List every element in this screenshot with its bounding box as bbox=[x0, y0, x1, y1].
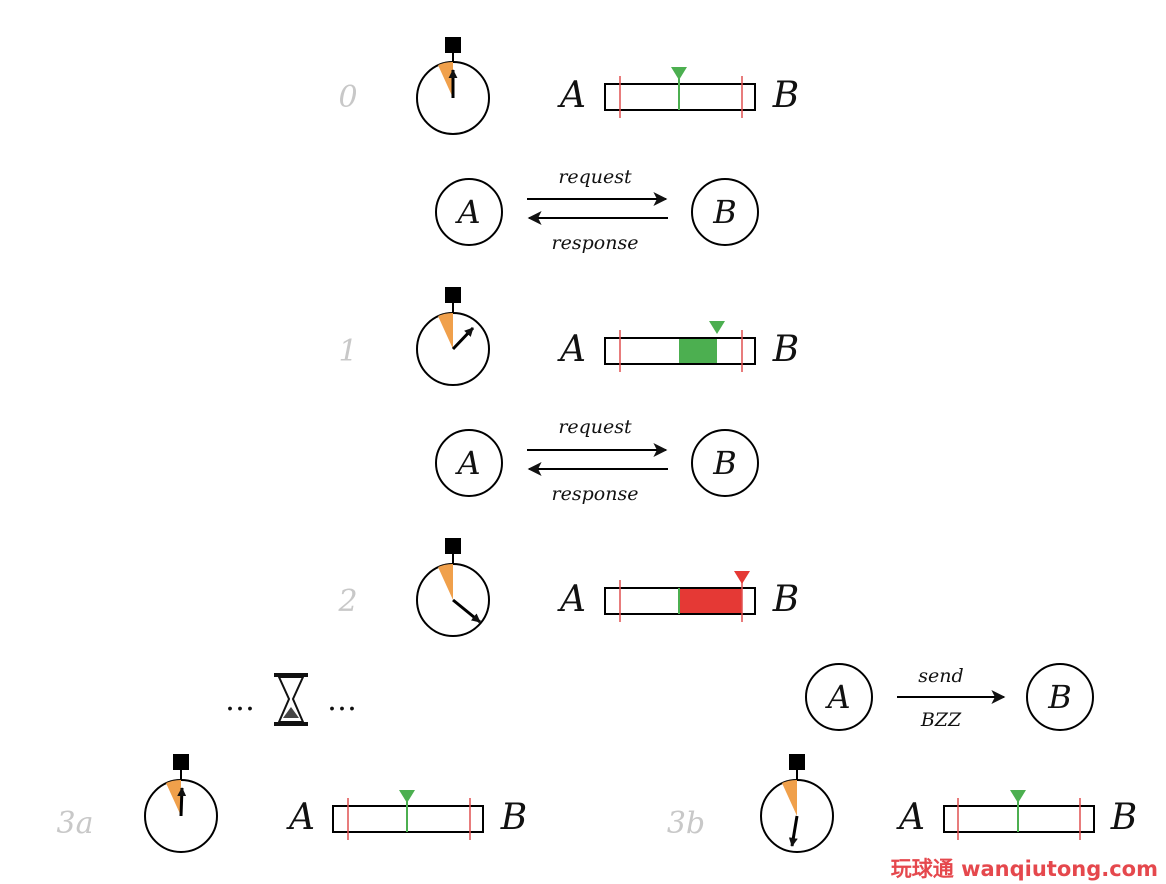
send-label: send bbox=[918, 665, 963, 687]
ellipsis-right: … bbox=[327, 683, 357, 718]
stopwatch-icon bbox=[416, 287, 490, 386]
node-a-label: A bbox=[454, 444, 480, 482]
position-marker bbox=[671, 67, 687, 80]
node-a-label: A bbox=[454, 193, 480, 231]
wait-indicator: … … bbox=[225, 673, 357, 726]
node-b-label: B bbox=[712, 193, 737, 231]
stopwatch-icon bbox=[416, 37, 490, 135]
step-1: 1 A B bbox=[338, 287, 799, 386]
stopwatch-icon bbox=[760, 754, 834, 853]
sliding-window-bar bbox=[604, 321, 756, 372]
position-marker bbox=[709, 321, 725, 334]
step-number: 0 bbox=[338, 80, 357, 115]
endpoint-a-label: A bbox=[557, 75, 586, 116]
endpoint-b-label: B bbox=[772, 75, 799, 116]
position-marker bbox=[1010, 790, 1026, 803]
stopwatch-icon bbox=[144, 754, 218, 853]
step-0: 0 A B bbox=[338, 37, 799, 135]
step-2: 2 A B bbox=[337, 538, 799, 637]
endpoint-b-label: B bbox=[772, 579, 799, 620]
endpoint-a-label: A bbox=[896, 797, 925, 838]
exchange-2: A B request response bbox=[435, 416, 759, 505]
watermark: 玩球通 wanqiutong.com bbox=[891, 857, 1158, 881]
sliding-window-bar bbox=[943, 790, 1095, 840]
node-a-label: A bbox=[824, 678, 850, 716]
response-label: response bbox=[552, 483, 639, 505]
step-number: 3a bbox=[57, 806, 94, 841]
position-marker bbox=[734, 571, 750, 584]
request-label: request bbox=[558, 416, 632, 438]
bzz-label: BZZ bbox=[920, 709, 962, 731]
endpoint-a-label: A bbox=[557, 329, 586, 370]
send-exchange: A B send BZZ bbox=[805, 663, 1094, 731]
node-a bbox=[435, 429, 503, 497]
step-number: 1 bbox=[338, 334, 357, 369]
node-b bbox=[691, 429, 759, 497]
response-label: response bbox=[552, 232, 639, 254]
request-label: request bbox=[558, 166, 632, 188]
node-b-label: B bbox=[712, 444, 737, 482]
stopwatch-icon bbox=[416, 538, 490, 637]
hourglass-icon bbox=[274, 673, 308, 726]
sliding-window-bar bbox=[604, 571, 756, 622]
endpoint-b-label: B bbox=[1110, 797, 1137, 838]
node-a bbox=[805, 663, 873, 731]
endpoint-b-label: B bbox=[772, 329, 799, 370]
node-b bbox=[691, 178, 759, 246]
endpoint-b-label: B bbox=[500, 797, 527, 838]
endpoint-a-label: A bbox=[557, 579, 586, 620]
step-number: 3b bbox=[667, 806, 705, 841]
endpoint-a-label: A bbox=[286, 797, 315, 838]
sliding-window-bar bbox=[332, 790, 484, 840]
exchange-1: A B request response bbox=[435, 166, 759, 254]
node-a bbox=[435, 178, 503, 246]
step-3a: 3a A B bbox=[57, 754, 527, 853]
node-b bbox=[1026, 663, 1094, 731]
ellipsis-left: … bbox=[225, 683, 255, 718]
position-marker bbox=[399, 790, 415, 803]
step-3b: 3b A B bbox=[667, 754, 1137, 853]
step-number: 2 bbox=[337, 584, 357, 619]
node-b-label: B bbox=[1047, 678, 1072, 716]
sliding-window-bar bbox=[604, 67, 756, 118]
